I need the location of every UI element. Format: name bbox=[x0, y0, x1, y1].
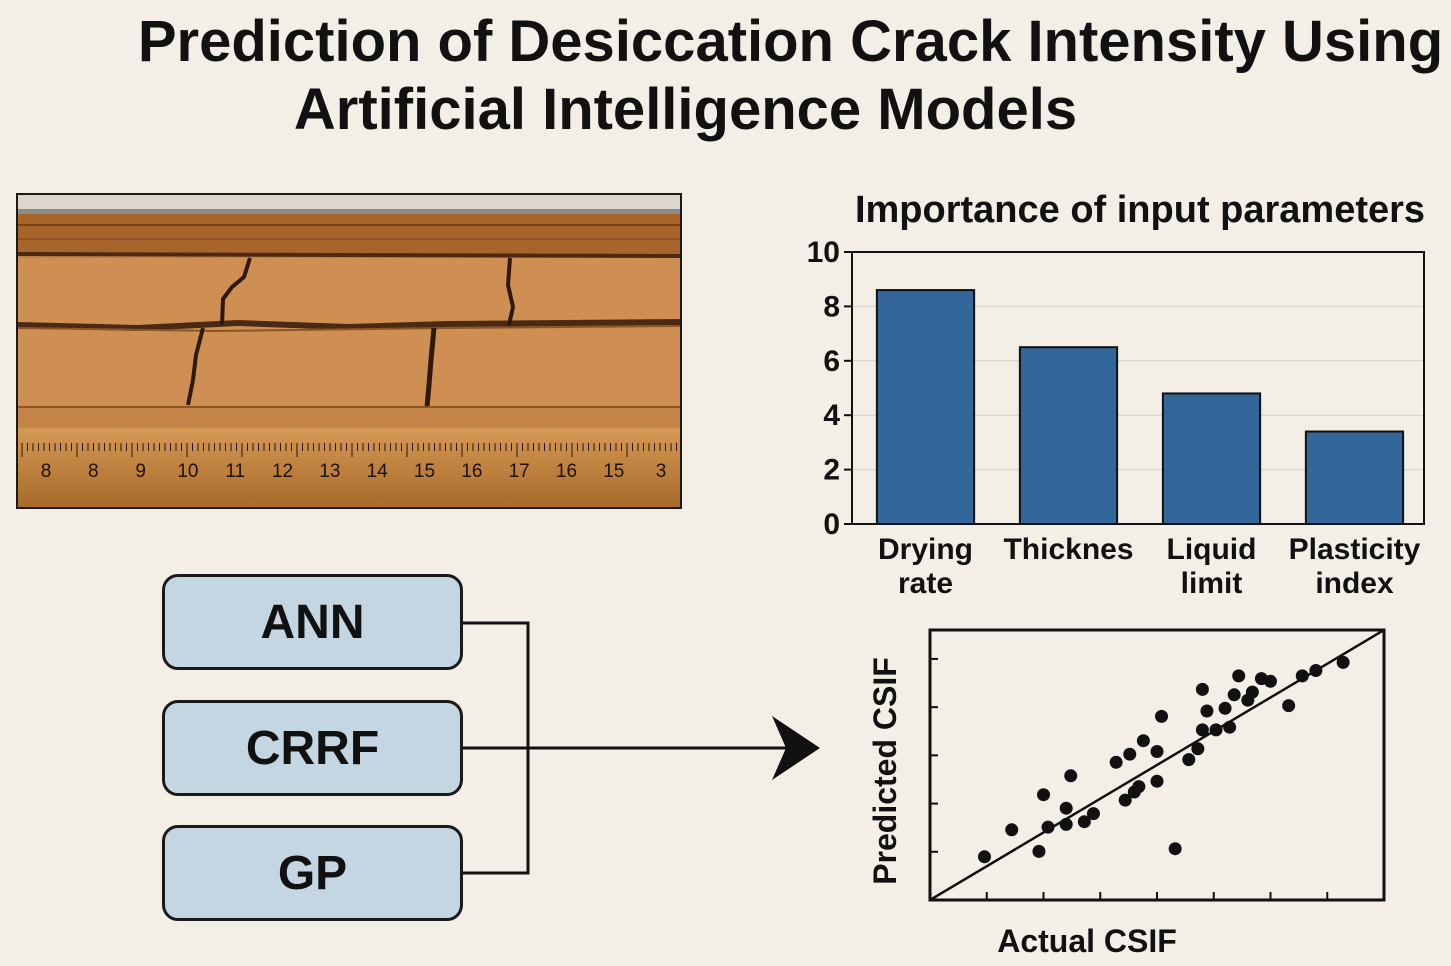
ruler-number: 8 bbox=[41, 461, 52, 482]
bar bbox=[875, 289, 976, 525]
scatter-point bbox=[1150, 774, 1164, 788]
scatter-point bbox=[1059, 801, 1073, 815]
arrow-head-icon bbox=[772, 716, 820, 780]
y-tick-label: 6 bbox=[823, 345, 840, 378]
scatter-point bbox=[1191, 742, 1205, 756]
connector-bracket bbox=[463, 621, 530, 875]
scatter-point bbox=[1232, 669, 1246, 683]
ruler-number: 9 bbox=[135, 461, 146, 482]
scatter-point bbox=[1032, 844, 1046, 858]
ruler-number: 16 bbox=[461, 461, 482, 482]
scatter-point bbox=[1150, 745, 1164, 758]
model-box-crrf: CRRF bbox=[162, 700, 463, 796]
bar bbox=[1161, 392, 1262, 525]
bar-chart-title: Importance of input parameters bbox=[854, 189, 1426, 231]
ruler-number: 17 bbox=[509, 461, 530, 482]
scatter-point bbox=[1209, 723, 1223, 737]
ruler-number: 15 bbox=[603, 461, 624, 482]
ruler-number: 16 bbox=[556, 461, 577, 482]
bar-category-label-line: limit bbox=[1180, 567, 1243, 600]
model-label-crrf: CRRF bbox=[245, 721, 380, 775]
page-title: Prediction of Desiccation Crack Intensit… bbox=[40, 8, 1451, 144]
bar-category-label-line: rate bbox=[897, 567, 954, 600]
bar-category-label-line: Plasticity bbox=[1288, 533, 1421, 566]
scatter-point bbox=[1059, 817, 1073, 831]
ruler-number: 14 bbox=[367, 461, 389, 482]
scatter-point bbox=[1309, 664, 1323, 677]
bar-chart-frame bbox=[851, 251, 1425, 525]
scatter-point bbox=[1264, 674, 1277, 688]
model-label-ann: ANN bbox=[260, 595, 365, 649]
scatter-point bbox=[1223, 720, 1237, 734]
ruler-number: 13 bbox=[319, 461, 340, 482]
model-box-ann: ANN bbox=[162, 574, 463, 670]
ruler-number: 8 bbox=[88, 461, 99, 482]
ruler-number: 3 bbox=[656, 461, 667, 482]
scatter-point bbox=[1136, 734, 1150, 748]
bar-category-label-line: Drying bbox=[877, 533, 973, 566]
scatter-point bbox=[1168, 842, 1182, 856]
scatter-point bbox=[1227, 688, 1241, 702]
y-tick-label: 10 bbox=[807, 236, 840, 269]
bar bbox=[1304, 430, 1405, 526]
scatter-point bbox=[977, 850, 991, 864]
y-tick-label: 2 bbox=[823, 454, 840, 487]
scatter-point bbox=[1132, 780, 1146, 794]
scatter-point bbox=[1182, 753, 1196, 767]
scatter-point bbox=[1336, 655, 1350, 669]
title-line-1: Prediction of Desiccation Crack Intensit… bbox=[137, 9, 1444, 74]
scatter-x-label: Actual CSIF bbox=[997, 923, 1177, 959]
scatter-point bbox=[1245, 685, 1259, 699]
bar-chart: 0 2 4 6 8 10 bbox=[807, 236, 1425, 540]
bar bbox=[1018, 346, 1119, 525]
bar-category-label-line: Liquid bbox=[1166, 533, 1257, 566]
scatter-plot: Predicted CSIF Actual CSIF bbox=[867, 628, 1386, 959]
soil-crack-photo: 8 8 9 10 11 12 13 14 15 16 17 16 15 3 bbox=[16, 193, 682, 509]
soil-crack-illustration: 8 8 9 10 11 12 13 14 15 16 17 16 15 3 bbox=[18, 195, 680, 507]
scatter-point bbox=[1195, 723, 1209, 737]
scatter-point bbox=[1155, 709, 1169, 723]
scatter-y-label: Predicted CSIF bbox=[867, 657, 903, 885]
scatter-point bbox=[1077, 815, 1091, 829]
ruler-number: 11 bbox=[225, 461, 245, 482]
scatter-point bbox=[1195, 682, 1209, 696]
scatter-point bbox=[1218, 701, 1232, 715]
y-tick-label: 0 bbox=[823, 508, 840, 540]
scatter-point bbox=[1295, 669, 1309, 683]
bar-category-label: Thicknes bbox=[989, 533, 1149, 567]
ruler-number: 10 bbox=[177, 461, 198, 482]
bar-category-label-line: index bbox=[1315, 567, 1394, 600]
model-label-gp: GP bbox=[277, 846, 348, 900]
ruler-number: 15 bbox=[414, 461, 435, 482]
scatter-point bbox=[1118, 793, 1132, 807]
scatter-point bbox=[1086, 807, 1100, 821]
title-line-2: Artificial Intelligence Models bbox=[293, 77, 1078, 142]
scatter-point bbox=[1200, 704, 1214, 718]
y-tick-label: 4 bbox=[823, 399, 840, 432]
scatter-frame bbox=[928, 628, 1386, 902]
scatter-point bbox=[1037, 788, 1050, 802]
model-box-gp: GP bbox=[162, 825, 463, 921]
scatter-point bbox=[1041, 820, 1055, 834]
y-tick-label: 8 bbox=[823, 290, 840, 323]
bar-category-label-line: Thicknes bbox=[1003, 533, 1134, 566]
scatter-point bbox=[1064, 769, 1078, 783]
ruler-number: 12 bbox=[272, 461, 293, 482]
scatter-point bbox=[1282, 699, 1296, 713]
scatter-point bbox=[1005, 823, 1019, 837]
scatter-point bbox=[1109, 755, 1123, 769]
scatter-point bbox=[1123, 747, 1137, 761]
